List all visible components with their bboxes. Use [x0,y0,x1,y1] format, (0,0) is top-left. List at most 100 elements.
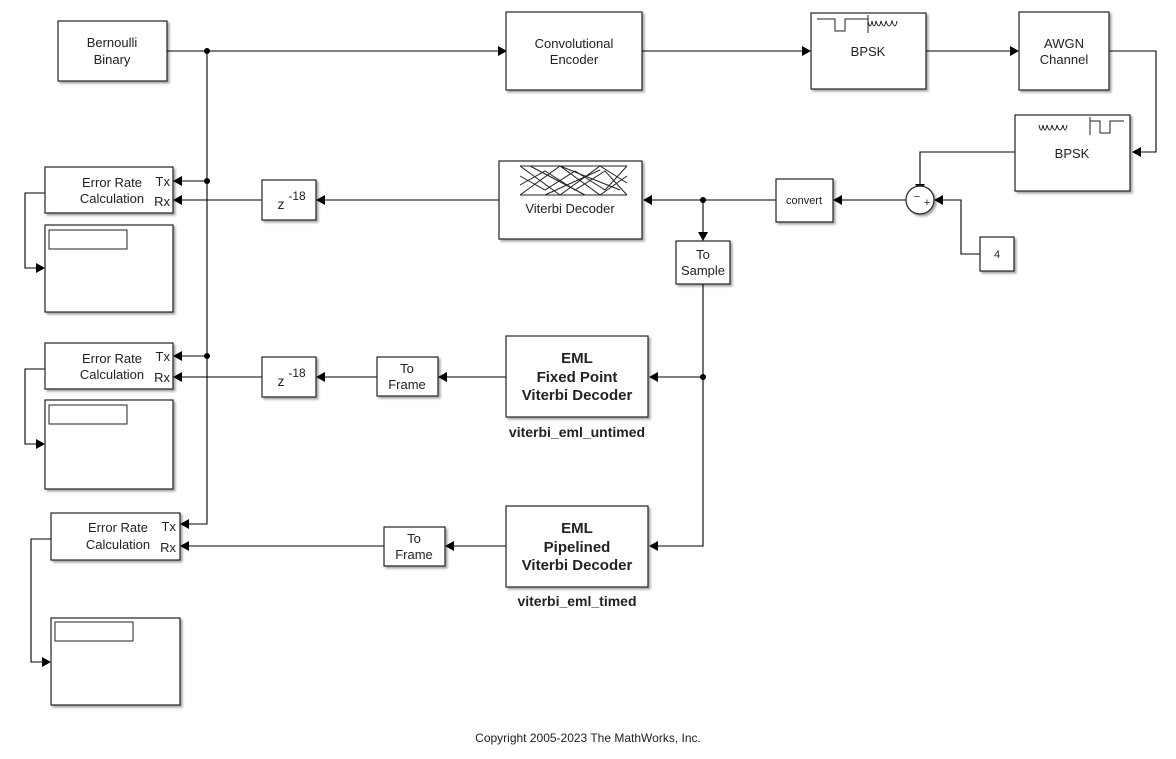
arrow-head [36,263,45,273]
tx-port: Tx [162,519,177,534]
display-block-1[interactable] [44,224,174,313]
bpsk-demodulator-block[interactable]: BPSK [1014,114,1131,192]
arrow-head [445,541,454,551]
to-sample-block[interactable]: To Sample [675,240,731,285]
sum-block[interactable]: − + [905,185,935,215]
block-label: Error Rate [82,351,142,366]
constant-block[interactable]: 4 [979,236,1015,272]
delay-base: z [278,373,285,389]
wire-awgn-to-demod[interactable] [1109,50,1157,153]
eml-pipelined-viterbi-block[interactable]: EML Pipelined Viterbi Decoder viterbi_em… [505,505,649,609]
arrow-head [173,372,182,382]
block-label: To [407,531,421,546]
block-label: Frame [395,547,433,562]
delay-exponent: -18 [288,189,306,203]
eml-fixed-point-viterbi-block[interactable]: EML Fixed Point Viterbi Decoder viterbi_… [505,335,649,440]
convolutional-encoder-block[interactable]: Convolutional Encoder [505,11,643,91]
block-label: BPSK [851,44,886,59]
arrow-head [173,176,182,186]
arrow-head [498,46,507,56]
block-label: AWGN [1044,36,1084,51]
block-name: viterbi_eml_timed [517,593,636,609]
wire-const-to-sum[interactable] [943,199,980,255]
block-label: Frame [388,377,426,392]
viterbi-decoder-block[interactable]: Viterbi Decoder [498,160,643,240]
arrow-head [802,46,811,56]
block-label: Channel [1040,52,1089,67]
block-label: To [696,247,710,262]
wire-sample-out[interactable] [658,284,704,547]
arrow-head [316,372,325,382]
tx-port: Tx [156,349,171,364]
constant-value: 4 [994,249,1000,261]
arrow-head [698,232,708,241]
rx-port: Rx [154,194,170,209]
wire-err1-to-display[interactable] [24,192,45,269]
square-wave-icon [817,15,869,33]
block-label: Viterbi Decoder [525,201,615,216]
arrow-head [643,195,652,205]
block-label: Fixed Point [537,369,618,386]
awgn-channel-block[interactable]: AWGN Channel [1018,11,1110,91]
rx-port: Rx [154,370,170,385]
square-wave-icon [1089,117,1124,135]
branch-point [204,48,210,54]
arrow-head [180,519,189,529]
block-label: Encoder [550,52,599,67]
minus-sign: − [914,191,920,203]
error-rate-calculation-block-1[interactable]: Error Rate Calculation Tx Rx [44,166,174,214]
arrow-head [180,541,189,551]
block-label: Viterbi Decoder [522,387,633,404]
wire-demod-to-sum[interactable] [919,151,1015,184]
arrow-head [173,351,182,361]
block-label: Binary [94,52,131,67]
wire-tx-branch[interactable] [188,51,208,525]
unit-delay-block-2[interactable]: z -18 [261,356,317,398]
to-frame-block-1[interactable]: To Frame [376,356,439,397]
arrow-head [649,541,658,551]
wire-err3-to-display[interactable] [30,538,51,663]
rx-port: Rx [160,540,176,555]
block-label: Convolutional [535,36,614,51]
block-label: To [400,361,414,376]
wire-err2-to-display[interactable] [24,368,45,445]
branch-point [204,353,210,359]
branch-point [204,178,210,184]
to-frame-block-2[interactable]: To Frame [383,526,446,567]
display-value-field [54,621,134,642]
block-label: Error Rate [88,520,148,535]
block-label: BPSK [1055,146,1090,161]
bernoulli-binary-block[interactable]: Bernoulli Binary [57,20,168,82]
arrow-head [438,372,447,382]
display-value-field [48,229,128,250]
copyright-text: Copyright 2005-2023 The MathWorks, Inc. [475,731,701,745]
block-label: Calculation [80,367,144,382]
tx-port: Tx [156,174,171,189]
block-label: EML [561,350,593,367]
arrow-head [649,372,658,382]
arrow-head [934,195,943,205]
sine-wave-icon [867,19,898,27]
arrow-head [42,657,51,667]
bpsk-modulator-block[interactable]: BPSK [810,12,927,90]
plus-sign: + [924,197,930,209]
block-label: Viterbi Decoder [522,557,633,574]
arrow-head [1132,147,1141,157]
error-rate-calculation-block-3[interactable]: Error Rate Calculation Tx Rx [50,512,181,561]
signal-lines [24,46,1157,667]
block-label: Pipelined [544,539,611,556]
block-label: convert [786,195,822,207]
arrow-head [833,195,842,205]
arrow-head [173,195,182,205]
convert-block[interactable]: convert [775,178,834,223]
unit-delay-block-1[interactable]: z -18 [261,179,317,221]
trellis-icon [519,165,628,196]
display-block-3[interactable] [50,617,181,706]
display-block-2[interactable] [44,399,174,490]
error-rate-calculation-block-2[interactable]: Error Rate Calculation Tx Rx [44,342,174,390]
block-label: EML [561,520,593,537]
arrow-head [316,195,325,205]
display-value-field [48,404,128,425]
arrow-head [1010,46,1019,56]
